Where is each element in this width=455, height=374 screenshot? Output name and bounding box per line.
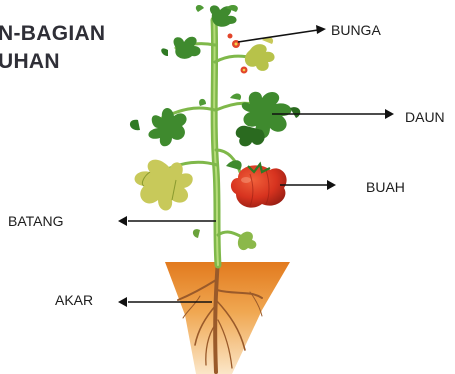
label-buah: BUAH	[366, 179, 405, 195]
label-daun: DAUN	[405, 109, 445, 125]
page-title-line-1: N-BAGIAN	[0, 22, 105, 46]
soil-area	[165, 262, 290, 374]
label-batang: BATANG	[8, 213, 64, 229]
page-title-line-2: UHAN	[0, 50, 60, 74]
arrow-bunga	[238, 30, 318, 42]
flowers	[228, 34, 248, 74]
label-bunga: BUNGA	[331, 22, 381, 38]
label-akar: AKAR	[55, 292, 93, 308]
